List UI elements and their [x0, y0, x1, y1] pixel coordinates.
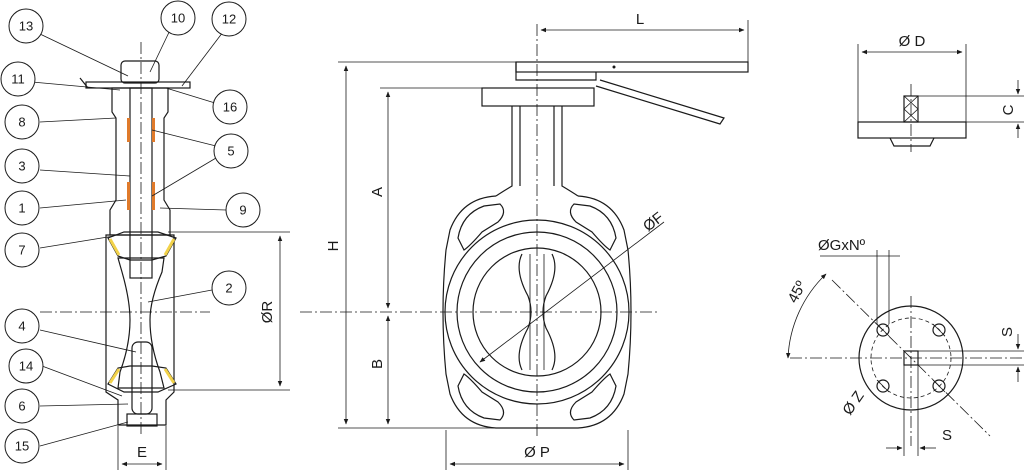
dim-s2-label: S [942, 427, 952, 444]
balloon-3: 3 [18, 159, 25, 174]
balloon-8: 8 [18, 115, 25, 130]
balloon-4: 4 [18, 319, 25, 334]
balloon-12: 12 [222, 12, 236, 27]
balloon-2: 2 [225, 281, 232, 296]
dim-p-label: Ø P [524, 444, 550, 461]
top-flange-view: Ø D C [857, 33, 1024, 152]
body-neck [109, 87, 171, 236]
dim-b-label: B [369, 359, 386, 369]
balloon-16: 16 [223, 100, 237, 115]
balloon-6: 6 [18, 399, 25, 414]
balloon-10: 10 [171, 11, 185, 26]
lower-pin [131, 341, 153, 415]
section-view: ØR E [31, 25, 290, 470]
bushing-top [127, 118, 130, 142]
bushing-mid [127, 182, 130, 210]
bushing-mid-r [152, 182, 155, 210]
dim-z-label: Ø Z [839, 388, 867, 418]
dim-g-label: ØGxNº [818, 237, 866, 254]
seat-upper [107, 231, 177, 261]
dim-a-label: A [369, 187, 386, 197]
dim-e-label: E [137, 444, 147, 461]
dim-l-label: L [636, 11, 644, 28]
dim-angle-label: 45º [785, 278, 811, 306]
seat-lower [107, 365, 177, 393]
balloon-13: 13 [19, 19, 33, 34]
dim-h-label: H [325, 241, 342, 252]
part-balloons: 13 10 12 11 16 8 5 3 1 9 7 2 4 14 6 15 [0, 0, 261, 464]
stem-cap [120, 60, 160, 84]
balloon-11: 11 [11, 72, 25, 87]
dim-d-label: Ø D [899, 33, 926, 50]
balloon-1: 1 [18, 201, 25, 216]
flange-pattern-view: ØGxNº 45º Ø Z S S [785, 237, 1024, 456]
balloon-7: 7 [18, 243, 25, 258]
balloon-5: 5 [227, 144, 234, 159]
balloon-15: 15 [15, 439, 29, 454]
dim-r-label: ØR [259, 301, 276, 324]
dim-s1-label: S [999, 327, 1016, 337]
dim-f-label: ØF [640, 209, 667, 235]
body-lower [105, 234, 175, 426]
bottom-plug [126, 413, 158, 427]
front-view: ØF L H A B Ø P [300, 11, 749, 470]
disc [117, 257, 165, 389]
balloon-14: 14 [19, 359, 33, 374]
balloon-9: 9 [239, 203, 246, 218]
dim-c-label: C [1000, 104, 1017, 115]
